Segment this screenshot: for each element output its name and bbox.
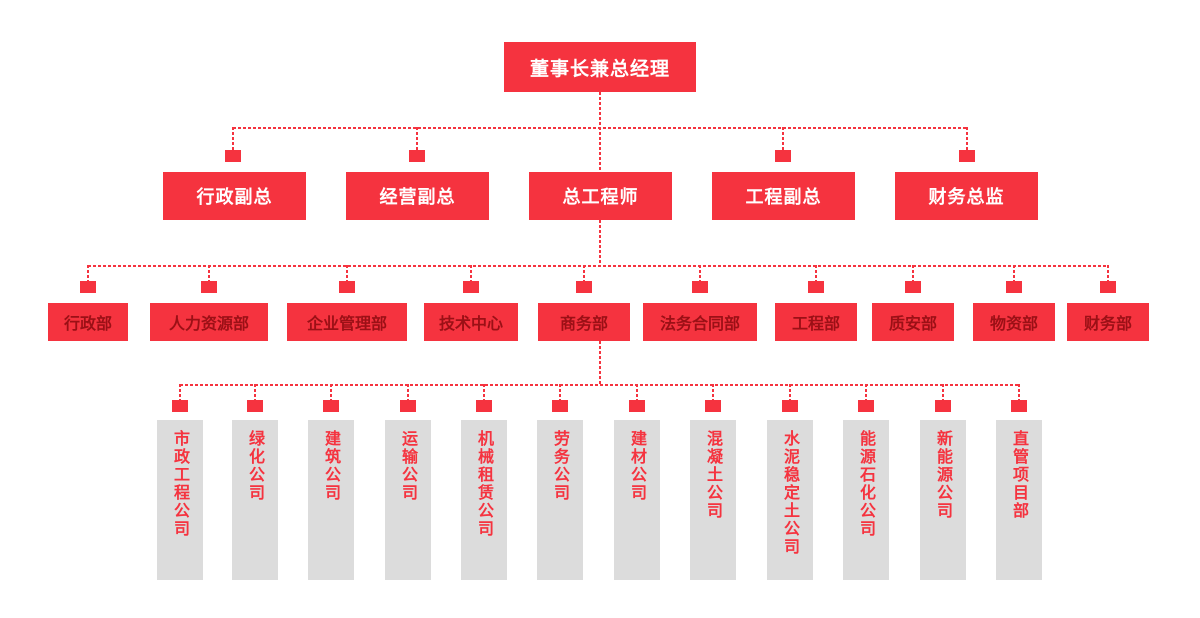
connector-line	[233, 127, 967, 129]
connector-tab	[323, 400, 339, 412]
connector-tab	[201, 281, 217, 293]
org-node-level3: 工程部	[775, 303, 857, 341]
connector-tab	[400, 400, 416, 412]
org-node-level2: 经营副总	[346, 172, 489, 220]
connector-line	[1018, 384, 1020, 400]
org-node-level4: 机械租赁公司	[461, 420, 507, 580]
org-node-level2: 行政副总	[163, 172, 306, 220]
org-node-level4: 劳务公司	[537, 420, 583, 580]
connector-line	[583, 265, 585, 281]
connector-tab	[476, 400, 492, 412]
connector-tab	[959, 150, 975, 162]
org-node-level4: 绿化公司	[232, 420, 278, 580]
connector-tab	[935, 400, 951, 412]
org-node-level3: 物资部	[973, 303, 1055, 341]
connector-line	[1107, 265, 1109, 281]
connector-line	[87, 265, 89, 281]
connector-tab	[552, 400, 568, 412]
connector-tab	[905, 281, 921, 293]
connector-line	[179, 384, 181, 400]
org-node-level3: 人力资源部	[150, 303, 268, 341]
connector-tab	[1006, 281, 1022, 293]
connector-tab	[692, 281, 708, 293]
org-node-level4: 混凝土公司	[690, 420, 736, 580]
org-node-level3: 法务合同部	[643, 303, 757, 341]
connector-line	[254, 384, 256, 400]
connector-line	[470, 265, 472, 281]
connector-tab	[858, 400, 874, 412]
connector-tab	[576, 281, 592, 293]
connector-line	[330, 384, 332, 400]
org-node-level4: 能源石化公司	[843, 420, 889, 580]
connector-tab	[339, 281, 355, 293]
org-node-level3: 商务部	[538, 303, 630, 341]
connector-line	[966, 127, 968, 151]
connector-tab	[225, 150, 241, 162]
org-node-level3: 企业管理部	[287, 303, 407, 341]
org-node-level4: 建筑公司	[308, 420, 354, 580]
connector-tab	[705, 400, 721, 412]
connector-tab	[172, 400, 188, 412]
connector-tab	[409, 150, 425, 162]
org-node-level4: 市政工程公司	[157, 420, 203, 580]
connector-line	[483, 384, 485, 400]
connector-line	[208, 265, 210, 281]
org-node-level4: 直管项目部	[996, 420, 1042, 580]
org-node-level4: 运输公司	[385, 420, 431, 580]
connector-line	[599, 220, 601, 266]
connector-line	[407, 384, 409, 400]
connector-line	[416, 127, 418, 151]
connector-line	[942, 384, 944, 400]
connector-tab	[629, 400, 645, 412]
connector-tab	[1011, 400, 1027, 412]
org-node-level4: 水泥稳定土公司	[767, 420, 813, 580]
connector-tab	[808, 281, 824, 293]
org-node-chairman: 董事长兼总经理	[504, 42, 696, 92]
org-node-level4: 新能源公司	[920, 420, 966, 580]
org-node-level3: 技术中心	[424, 303, 518, 341]
connector-line	[912, 265, 914, 281]
org-node-level2: 总工程师	[529, 172, 672, 220]
connector-line	[699, 265, 701, 281]
connector-line	[346, 265, 348, 281]
connector-line	[815, 265, 817, 281]
connector-line	[782, 127, 784, 151]
org-node-level3: 行政部	[48, 303, 128, 341]
org-node-level2: 工程副总	[712, 172, 855, 220]
connector-tab	[80, 281, 96, 293]
connector-tab	[1100, 281, 1116, 293]
connector-line	[599, 92, 601, 172]
connector-line	[232, 127, 234, 151]
connector-line	[180, 384, 1020, 386]
org-node-level3: 质安部	[872, 303, 954, 341]
org-node-level2: 财务总监	[895, 172, 1038, 220]
connector-tab	[775, 150, 791, 162]
org-node-level4: 建材公司	[614, 420, 660, 580]
connector-line	[712, 384, 714, 400]
connector-line	[559, 384, 561, 400]
connector-line	[599, 341, 601, 384]
connector-tab	[247, 400, 263, 412]
connector-tab	[463, 281, 479, 293]
connector-line	[789, 384, 791, 400]
connector-tab	[782, 400, 798, 412]
connector-line	[865, 384, 867, 400]
connector-line	[1013, 265, 1015, 281]
org-node-level3: 财务部	[1067, 303, 1149, 341]
connector-line	[636, 384, 638, 400]
connector-line	[88, 265, 1109, 267]
